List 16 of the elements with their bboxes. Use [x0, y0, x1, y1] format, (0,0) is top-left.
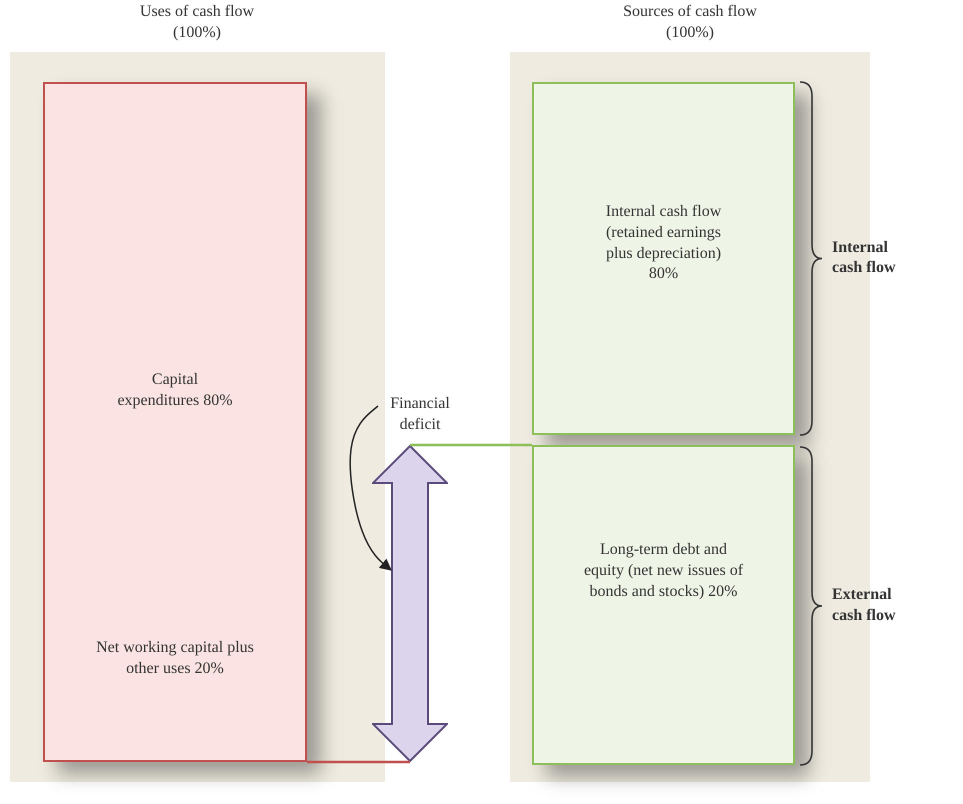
sources-box — [532, 445, 795, 765]
connector-line — [307, 760, 410, 764]
uses-box — [43, 82, 307, 762]
double-arrow-shape — [372, 445, 448, 762]
connector-line — [410, 444, 532, 446]
column-heading: Sources of cash flow (100%) — [622, 2, 758, 43]
box-text: Net working capital plus other uses 20% — [95, 638, 255, 679]
annotation-text: Financial deficit — [389, 394, 451, 435]
box-text: Capital expenditures 80% — [116, 370, 234, 411]
box-text: Internal cash flow (retained earnings plus depreciation) 80% — [604, 202, 722, 284]
bracket-label: Internal cash flow — [832, 238, 896, 278]
column-heading: Uses of cash flow (100%) — [138, 2, 256, 43]
bracket-label: External cash flow — [832, 585, 896, 626]
box-text: Long-term debt and equity (net new issues of bonds and stocks) 20% — [582, 540, 744, 602]
sources-box — [532, 82, 795, 435]
curved-arrow — [349, 405, 392, 571]
